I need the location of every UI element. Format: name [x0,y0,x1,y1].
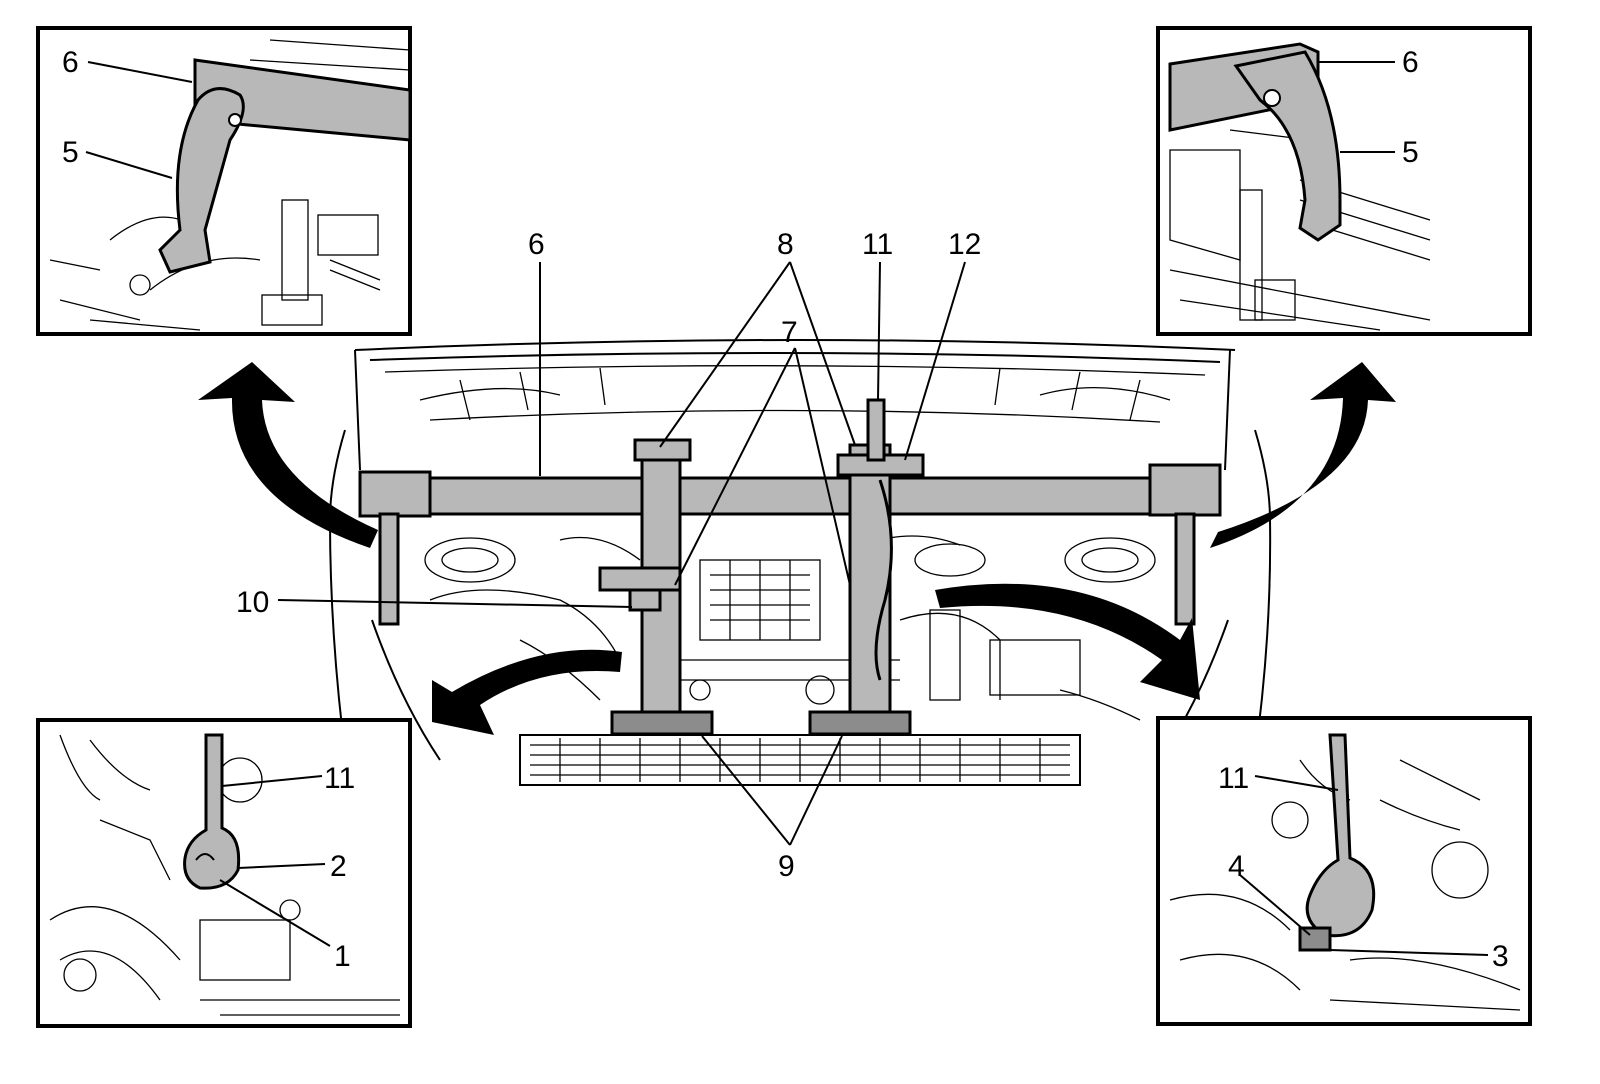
tl-support-bar [193,58,412,142]
support-crossbar [358,476,1222,516]
upper-left-arrow [198,362,378,548]
callout-7-main: 7 [781,316,798,349]
inset-top-right [1156,26,1532,336]
callout-11-main: 11 [862,228,893,261]
callout-6-tl: 6 [62,46,79,79]
bl-hoist-chain [183,733,241,890]
callout-4-br: 4 [1228,850,1245,883]
lower-left-arrow [432,649,622,735]
tr-support-leg [1233,50,1342,242]
tl-support-leg [158,87,245,274]
callout-6-tr: 6 [1402,46,1419,79]
callout-1-bl: 1 [334,940,351,973]
callout-labels: 6 5 6 5 6 8 7 11 12 10 9 11 2 1 11 4 3 [62,46,1509,973]
callout-6-main: 6 [528,228,545,261]
callout-5-tl: 5 [62,136,79,169]
callout-2-bl: 2 [330,850,347,883]
callout-11-br: 11 [1218,762,1249,795]
callout-11-bl: 11 [324,762,355,795]
upper-right-arrow [1210,362,1396,548]
callout-5-tr: 5 [1402,136,1419,169]
callout-12-main: 12 [948,228,981,261]
callout-8-main: 8 [777,228,794,261]
inset-top-left [36,26,412,336]
callout-3-br: 3 [1492,940,1509,973]
lower-right-arrow [935,583,1200,700]
inset-bottom-right [1156,716,1532,1026]
main-engine-bay-view [198,339,1396,791]
callout-10-main: 10 [236,586,269,619]
leader-lines [85,61,1489,956]
callout-9-main: 9 [778,850,795,883]
inset-bottom-left [36,718,412,1028]
